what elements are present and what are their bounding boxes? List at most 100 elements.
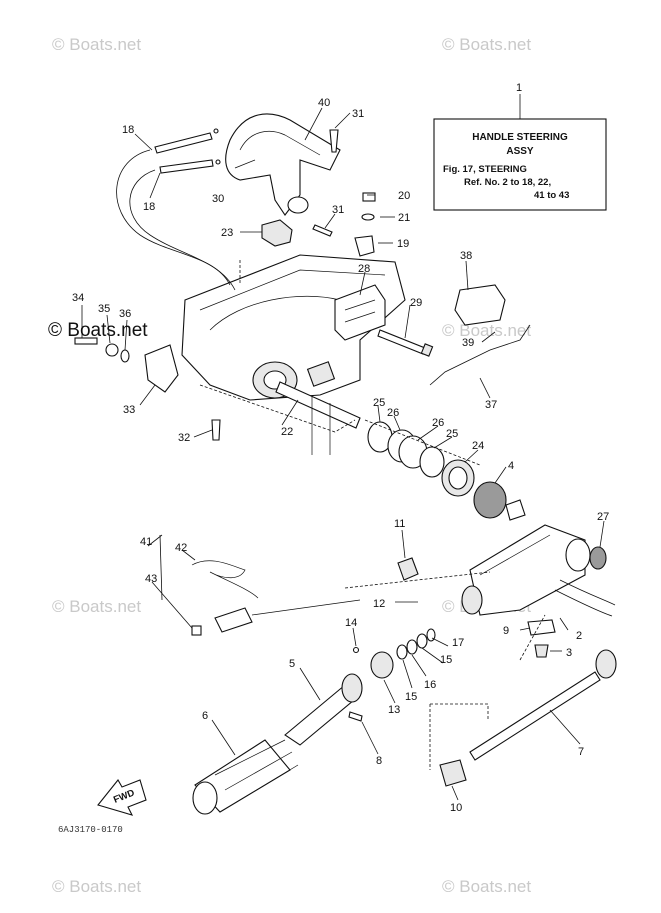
- callout-14: 14: [345, 617, 357, 629]
- screw-31-mid: [312, 224, 333, 237]
- info-box: HANDLE STEERING ASSY Fig. 17, STEERING R…: [433, 94, 607, 211]
- screw-14: [352, 646, 360, 654]
- callout-24: 24: [472, 440, 484, 452]
- part-33-lever: [144, 344, 179, 393]
- callout-39: 39: [462, 337, 474, 349]
- drawing-code: 6AJ3170-0170: [58, 825, 123, 835]
- callout-11: 11: [394, 518, 405, 530]
- callout-27: 27: [597, 511, 609, 523]
- washer-15-a: [396, 644, 408, 660]
- callout-29: 29: [410, 297, 422, 309]
- callout-15-a: 15: [405, 691, 417, 703]
- callout-8: 8: [376, 755, 382, 767]
- part-28-plate: [334, 284, 386, 341]
- washer-15-b: [416, 633, 428, 649]
- callout-42: 42: [175, 542, 187, 554]
- callout-40: 40: [318, 97, 330, 109]
- callout-18-top: 18: [122, 124, 134, 136]
- screw-8: [348, 711, 363, 722]
- callout-2: 2: [576, 630, 582, 642]
- callout-9: 9: [503, 625, 509, 637]
- callout-37: 37: [485, 399, 497, 411]
- washer-16: [406, 639, 418, 655]
- shaft-7: [469, 671, 601, 761]
- callout-18-bottom: 18: [143, 201, 155, 213]
- callout-7: 7: [578, 746, 584, 758]
- callout-25-a: 25: [373, 397, 385, 409]
- washer-21: [361, 213, 375, 221]
- callout-12: 12: [373, 598, 385, 610]
- screw-20: [362, 192, 376, 202]
- part-23-block: [261, 219, 293, 247]
- callout-20: 20: [398, 190, 410, 202]
- callout-13: 13: [388, 704, 400, 716]
- ring-25-b: [419, 446, 445, 478]
- callout-19: 19: [397, 238, 409, 250]
- link-rod-37: [429, 324, 531, 386]
- callout-25-b: 25: [446, 428, 458, 440]
- callout-23: 23: [221, 227, 233, 239]
- part-10-block: [439, 759, 467, 787]
- watermark-lower-left: © Boats.net: [52, 597, 141, 616]
- callout-1: 1: [516, 82, 522, 94]
- callout-41: 41: [140, 536, 152, 548]
- tiller-handle-body: [461, 499, 591, 616]
- steering-shaft: [275, 381, 361, 455]
- collar-27: [589, 546, 607, 570]
- plate-9: [527, 619, 556, 636]
- callout-28: 28: [358, 263, 370, 275]
- washer-36: [120, 349, 130, 363]
- watermark-bottom-left: © Boats.net: [52, 877, 141, 896]
- screw-31-top: [329, 129, 339, 153]
- part-11-switch: [397, 557, 419, 581]
- info-box-title-line2: ASSY: [506, 146, 534, 157]
- tiller-bracket: [225, 113, 341, 216]
- throttle-cables: [116, 128, 236, 291]
- info-box-ref-line2: 41 to 43: [534, 190, 569, 201]
- fwd-arrow-icon: FWD: [97, 779, 147, 816]
- callout-38: 38: [460, 250, 472, 262]
- callout-26-b: 26: [432, 417, 444, 429]
- lanyard-42: [191, 560, 259, 599]
- info-box-ref-line1: Ref. No. 2 to 18, 22,: [464, 177, 551, 188]
- callout-6: 6: [202, 710, 208, 722]
- part-19-clamp: [354, 235, 375, 257]
- watermark-mid-left: © Boats.net: [48, 320, 148, 341]
- collar-13: [370, 651, 394, 679]
- collar-35: [105, 343, 119, 357]
- callout-33: 33: [123, 404, 135, 416]
- callout-22: 22: [281, 426, 293, 438]
- watermark-top-left: © Boats.net: [52, 35, 141, 54]
- bolt-29: [377, 329, 426, 355]
- watermark-mid-right: © Boats.net: [442, 321, 531, 340]
- info-box-title-line1: HANDLE STEERING: [472, 132, 568, 143]
- callout-43: 43: [145, 573, 157, 585]
- callout-15-b: 15: [440, 654, 452, 666]
- callout-34: 34: [72, 292, 84, 304]
- callout-10: 10: [450, 802, 462, 814]
- callout-leaders: [81, 107, 605, 801]
- callout-21: 21: [398, 212, 410, 224]
- callout-4: 4: [508, 460, 514, 472]
- watermark-top-right: © Boats.net: [442, 35, 531, 54]
- callout-16: 16: [424, 679, 436, 691]
- screw-32: [211, 419, 221, 441]
- callout-35: 35: [98, 303, 110, 315]
- part-38-assembly: [454, 284, 506, 326]
- info-box-fig-line: Fig. 17, STEERING: [443, 164, 527, 175]
- callout-numbers: 1 2 3 4 5 6 7 8 9 10 11 12 13 14 15 15 1…: [72, 82, 609, 814]
- callout-31-top: 31: [352, 108, 364, 120]
- callout-36: 36: [119, 308, 131, 320]
- callout-5: 5: [289, 658, 295, 670]
- watermark-bottom-right: © Boats.net: [442, 877, 531, 896]
- callout-32: 32: [178, 432, 190, 444]
- bolt-3: [534, 644, 549, 658]
- washer-17: [426, 628, 436, 642]
- part-4-grommet: [473, 481, 507, 519]
- callout-26-a: 26: [387, 407, 399, 419]
- bolt-34: [74, 337, 98, 345]
- callout-3: 3: [566, 647, 572, 659]
- clip-43: [191, 625, 202, 636]
- callout-30: 30: [212, 193, 224, 205]
